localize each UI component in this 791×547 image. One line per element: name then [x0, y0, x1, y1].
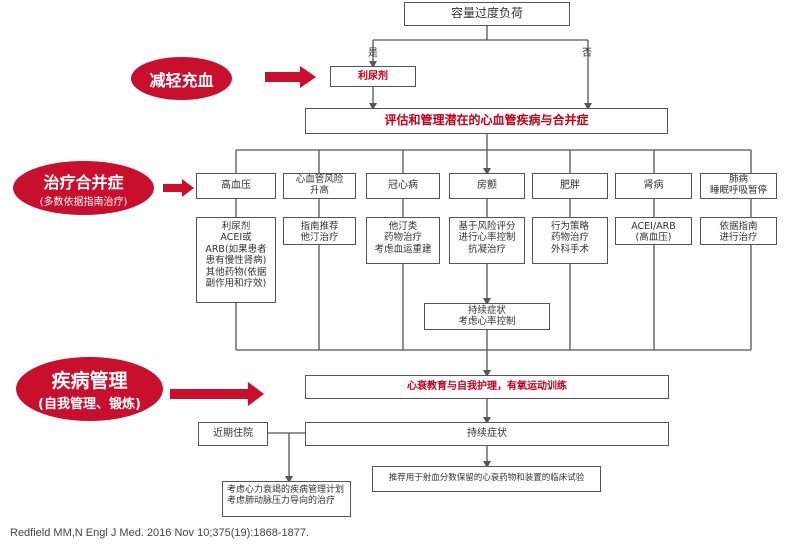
diuretic-box: 利尿剂: [330, 66, 416, 87]
head-ckd: 肾病: [615, 173, 692, 199]
volume-overload-box: 容量过度负荷: [404, 2, 570, 26]
education-box: 心衰教育与自我护理，有氧运动训练: [305, 375, 669, 399]
head-cad: 冠心病: [366, 173, 440, 199]
treat-comorbidity-sub: (多数依据指南治疗): [39, 196, 128, 208]
recent-hospital-box: 近期住院: [198, 422, 268, 446]
head-af: 房颤: [449, 173, 525, 199]
body-ckd: ACEI/ARB (高血压): [615, 217, 692, 245]
disease-management-bubble: 疾病管理 (自我管理、锻炼): [16, 357, 163, 421]
body-hypertension: 利尿剂 ACEI或 ARB(如果患者 患有慢性肾病) 其他药物(依据 副作用和疗…: [196, 217, 276, 303]
yes-label: 是: [368, 48, 378, 59]
disease-management-label: 疾病管理: [51, 370, 128, 392]
treat-comorbidity-bubble: 治疗合并症 (多数依据指南治疗): [13, 161, 154, 215]
body-af: 基于风险评分 进行心率控制 抗凝治疗: [449, 217, 525, 264]
head-lung: 肺病 睡眠呼吸暂停: [700, 173, 777, 199]
citation: Redfield MM,N Engl J Med. 2016 Nov 10;37…: [10, 527, 310, 539]
body-lung: 依据指南 进行治疗: [700, 217, 777, 245]
reduce-congestion-label: 减轻充血: [149, 70, 214, 90]
head-hypertension: 高血压: [196, 173, 276, 199]
body-obesity: 行为策略 药物治疗 外科手术: [532, 217, 608, 264]
head-cv-risk: 心血管风险 升高: [283, 173, 356, 199]
reduce-congestion-bubble: 减轻充血: [131, 57, 232, 100]
persistent-rate-box: 持续症状 考虑心率控制: [424, 303, 550, 330]
disease-program-box: 考虑心力衰竭的疾病管理计划 考虑肺动脉压力导向的治疗: [222, 481, 351, 517]
clinical-trial-box: 推荐用于射血分数保留的心衰药物和装置的临床试验: [372, 466, 601, 492]
treat-comorbidity-label: 治疗合并症: [43, 172, 124, 192]
disease-management-sub: (自我管理、锻炼): [38, 397, 141, 412]
body-cv-risk: 指南推荐 他汀治疗: [283, 217, 356, 245]
persistent-box: 持续症状: [305, 422, 669, 446]
body-cad: 他汀类 药物治疗 考虑血运重建: [366, 217, 440, 264]
no-label: 否: [582, 48, 592, 59]
head-obesity: 肥胖: [532, 173, 608, 199]
evaluate-box: 评估和管理潜在的心血管疾病与合并症: [305, 108, 668, 134]
